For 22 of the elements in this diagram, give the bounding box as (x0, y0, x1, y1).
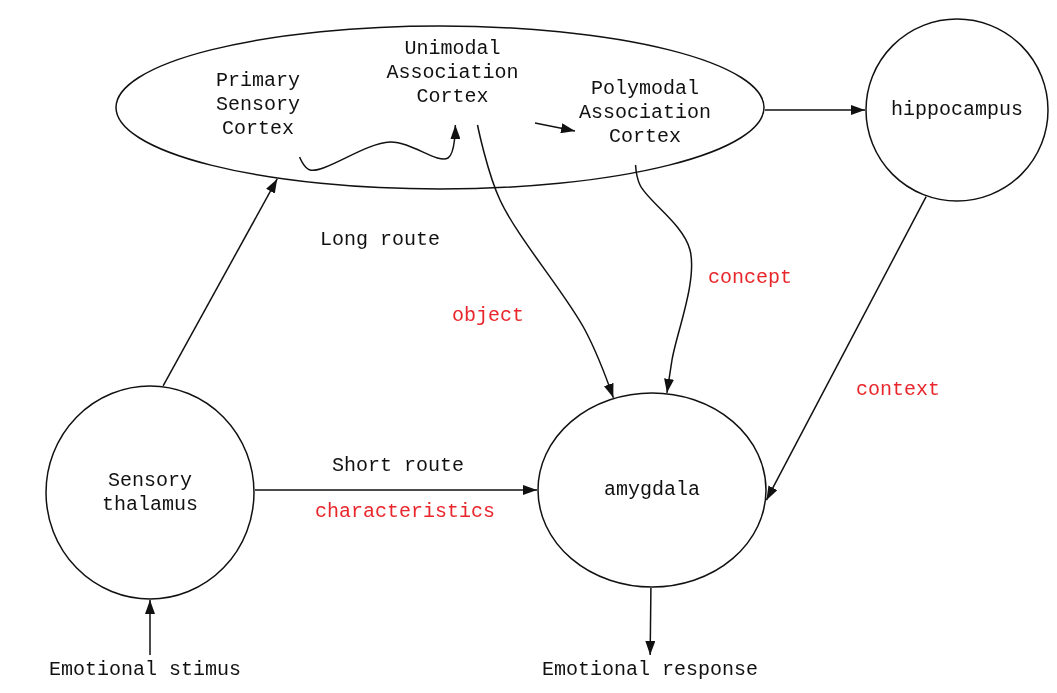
arrow (764, 105, 866, 115)
arrow (145, 599, 155, 656)
ellipse-node (45, 385, 255, 600)
text-label: Polymodal Association Cortex (575, 60, 715, 165)
text-label: Primary Sensory Cortex (200, 52, 316, 157)
text-label: Emotional stimus (0, 655, 290, 685)
node-label: hippocampus (890, 98, 1024, 122)
arrow (254, 485, 538, 495)
arrow (645, 587, 656, 656)
arrow (534, 122, 576, 134)
node-label: Sensory thalamus (101, 468, 199, 517)
arrow (476, 124, 615, 399)
ellipse-node (115, 25, 765, 190)
arrow (765, 195, 927, 501)
text-label: Emotional response (490, 655, 810, 685)
arrow (634, 164, 693, 394)
node-label: amygdala (603, 478, 701, 502)
arrow (162, 178, 278, 387)
ellipse-node (537, 392, 767, 588)
text-label: Unimodal Association Cortex (370, 20, 535, 125)
arrow (298, 124, 461, 172)
circle-node (865, 18, 1049, 202)
